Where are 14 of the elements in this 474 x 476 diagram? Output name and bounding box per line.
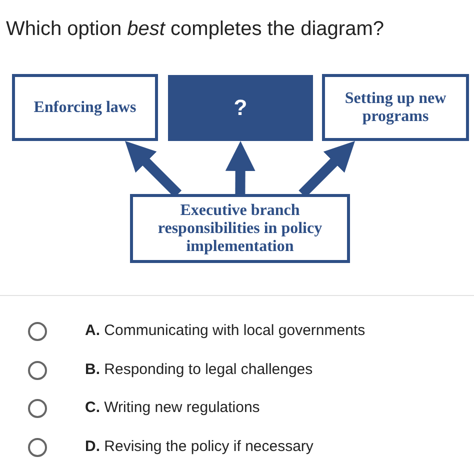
answer-option: A. Communicating with local governments xyxy=(85,322,366,339)
text-box xyxy=(130,194,350,263)
text-box xyxy=(322,74,469,141)
box-text: Executive branch responsibilities in policy implementation xyxy=(156,202,324,256)
arrow xyxy=(225,140,256,194)
box-text: Setting up new programs xyxy=(344,90,448,126)
box-text: Enforcing laws xyxy=(34,98,136,116)
question-title: Which option best completes the diagram? xyxy=(6,18,384,41)
text-box xyxy=(12,74,158,141)
answer-option: B. Responding to legal challenges xyxy=(85,360,313,378)
filled-box xyxy=(168,75,313,141)
answer-option: C. Writing new regulations xyxy=(85,399,260,416)
answer-option: D. Revising the policy if necessary xyxy=(85,438,314,454)
box-text: ? xyxy=(234,99,248,117)
